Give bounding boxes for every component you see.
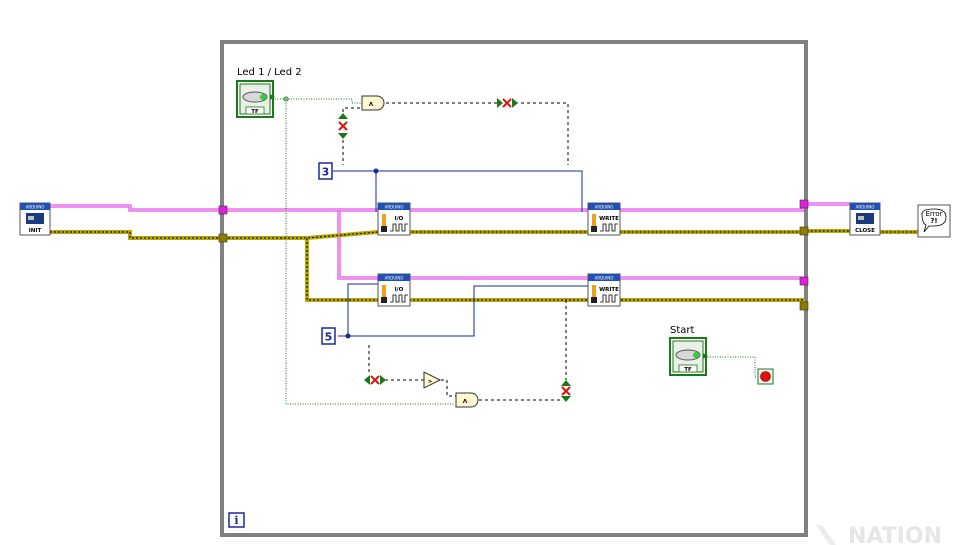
resource-tunnel[interactable] xyxy=(799,199,809,209)
svg-text:?!: ?! xyxy=(930,217,937,225)
svg-text:Error: Error xyxy=(925,210,942,218)
wire-junction xyxy=(283,96,289,102)
svg-text:Λ: Λ xyxy=(463,399,468,405)
svg-text:ARDUINO: ARDUINO xyxy=(385,276,404,281)
signal-icon xyxy=(600,294,618,303)
arduino-set-digital-io-block[interactable]: ARDUINO I/O xyxy=(377,273,411,307)
svg-text:>: > xyxy=(428,379,433,385)
led-indicator-icon xyxy=(260,94,266,100)
arduino-board-icon xyxy=(856,213,874,224)
led-control-label: Led 1 / Led 2 xyxy=(237,67,302,78)
pin-constant-3[interactable]: 3 xyxy=(318,162,333,180)
svg-text:i: i xyxy=(234,514,238,527)
arduino-board-icon xyxy=(26,213,44,224)
not-gate[interactable]: > xyxy=(423,371,442,389)
stop-button-icon[interactable] xyxy=(757,368,774,385)
svg-text:ARDUINO: ARDUINO xyxy=(385,205,404,210)
arduino-set-digital-io-block[interactable]: ARDUINO I/O xyxy=(377,202,411,236)
svg-text:NATION: NATION xyxy=(848,524,942,545)
error-wires[interactable] xyxy=(50,229,918,306)
pin-icon xyxy=(592,285,596,299)
error-speech-icon xyxy=(921,208,947,233)
svg-text:WRITE: WRITE xyxy=(599,287,619,293)
svg-text:I/O: I/O xyxy=(395,216,404,222)
svg-text:3: 3 xyxy=(322,166,330,179)
watermark-logo: NATION xyxy=(816,524,942,545)
resource-tunnel[interactable] xyxy=(218,205,228,215)
svg-text:ARDUINO: ARDUINO xyxy=(595,205,614,210)
svg-text:INIT: INIT xyxy=(29,228,42,234)
broken-wire-marker xyxy=(561,380,571,402)
wire-junction xyxy=(373,168,379,174)
svg-text:WRITE: WRITE xyxy=(599,216,619,222)
resource-wires[interactable] xyxy=(50,202,852,280)
arduino-init-block[interactable]: ARDUINO INIT xyxy=(19,202,51,236)
pin-icon xyxy=(382,214,386,228)
resource-tunnel[interactable] xyxy=(799,276,809,286)
wire-junction xyxy=(345,333,351,339)
led-indicator-icon xyxy=(693,352,699,358)
signal-icon xyxy=(390,294,408,303)
pin-icon xyxy=(382,285,386,299)
arduino-digital-write-block[interactable]: ARDUINO WRITE xyxy=(587,202,621,236)
svg-text:ARDUINO: ARDUINO xyxy=(856,205,875,210)
iteration-terminal: i xyxy=(228,512,245,528)
svg-text:Λ: Λ xyxy=(369,102,374,108)
broken-wire-marker xyxy=(338,113,348,139)
start-toggle-control[interactable]: Start TF xyxy=(669,325,708,376)
svg-text:CLOSE: CLOSE xyxy=(855,228,875,234)
signal-icon xyxy=(390,223,408,232)
broken-wire-marker xyxy=(497,98,518,108)
pin-icon xyxy=(592,214,596,228)
signal-icon xyxy=(600,223,618,232)
error-tunnel[interactable] xyxy=(799,301,809,311)
broken-wire-marker xyxy=(364,375,386,385)
numeric-wires[interactable] xyxy=(333,170,592,337)
svg-text:TF: TF xyxy=(251,109,259,115)
error-tunnel[interactable] xyxy=(799,226,809,236)
and-gate[interactable]: Λ xyxy=(361,95,385,111)
led-toggle-control[interactable]: Led 1 / Led 2 TF xyxy=(236,67,302,118)
broken-wires[interactable] xyxy=(342,102,569,401)
svg-text:ARDUINO: ARDUINO xyxy=(26,205,45,210)
svg-text:TF: TF xyxy=(684,367,692,373)
pin-constant-5[interactable]: 5 xyxy=(321,327,336,345)
svg-text:ARDUINO: ARDUINO xyxy=(595,276,614,281)
simple-error-handler[interactable]: Error ?! xyxy=(917,204,951,238)
arduino-digital-write-block[interactable]: ARDUINO WRITE xyxy=(587,273,621,307)
while-loop-frame[interactable] xyxy=(220,40,808,537)
start-control-label: Start xyxy=(670,325,695,336)
svg-text:I/O: I/O xyxy=(395,287,404,293)
arduino-close-block[interactable]: ARDUINO CLOSE xyxy=(849,202,881,236)
svg-text:5: 5 xyxy=(325,331,333,344)
error-tunnel[interactable] xyxy=(218,233,228,243)
and-gate[interactable]: Λ xyxy=(455,392,479,408)
